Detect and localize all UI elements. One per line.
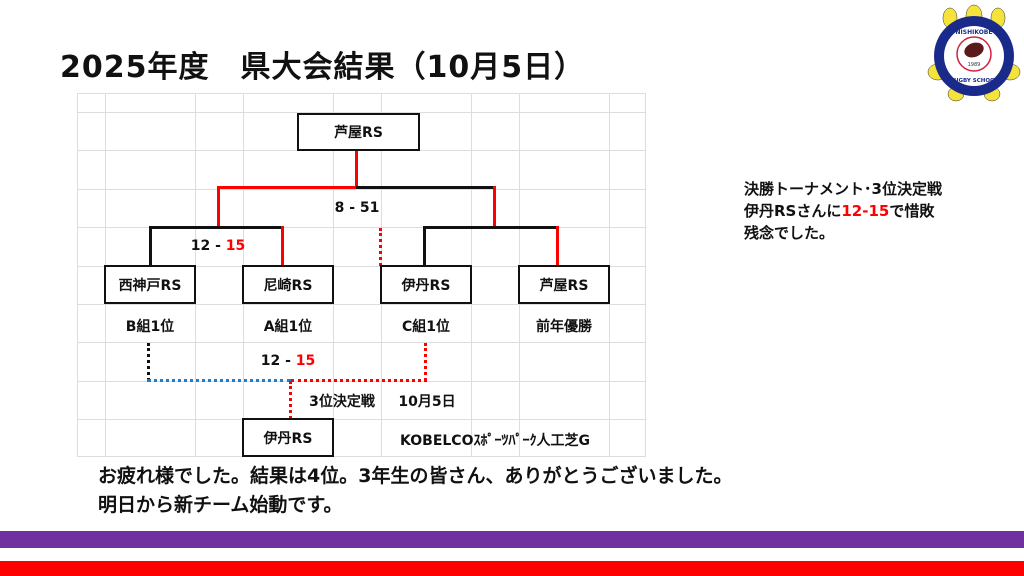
note-line: 伊丹RSさんに12-15で惜敗: [744, 202, 935, 220]
bracket-grid: [77, 93, 646, 457]
svg-text:NISHIKOBE: NISHIKOBE: [956, 29, 993, 36]
bracket-line: [423, 226, 558, 229]
bracket-line: [356, 186, 495, 189]
team-box: 伊丹RS: [380, 265, 472, 304]
team-note: B組1位: [125, 319, 175, 335]
third-score: 12 - 15: [260, 353, 316, 369]
team-note: C組1位: [401, 319, 451, 335]
message-line: 明日から新チーム始動です。: [98, 494, 343, 516]
svg-text:1989: 1989: [968, 62, 981, 68]
team-note: A組1位: [263, 319, 313, 335]
bracket-line: [556, 226, 559, 266]
red-stripe: [0, 561, 1024, 576]
bracket-line: [291, 379, 427, 382]
semi-score: 12 - 15: [190, 238, 246, 254]
champion-box: 芦屋RS: [297, 113, 420, 151]
page-title: 2025年度 県大会結果（10月5日）: [60, 50, 586, 85]
third-place-label: 3位決定戦: [309, 394, 375, 410]
svg-text:RUGBY SCHOOL: RUGBY SCHOOL: [950, 78, 999, 84]
bracket-line: [149, 226, 284, 229]
team-box: 西神戸RS: [104, 265, 196, 304]
bracket-line: [147, 379, 291, 382]
bracket-line: [217, 186, 220, 228]
bracket-line: [379, 228, 382, 266]
third-place-box: 伊丹RS: [242, 418, 334, 457]
bracket-line: [423, 226, 426, 266]
message-line: お疲れ様でした。結果は4位。3年生の皆さん、ありがとうございました。: [98, 465, 733, 487]
team-box: 尼崎RS: [242, 265, 334, 304]
purple-stripe: [0, 531, 1024, 548]
bracket-line: [493, 186, 496, 228]
message: お疲れ様でした。結果は4位。3年生の皆さん、ありがとうございました。 明日から新…: [98, 462, 732, 520]
bracket-line: [149, 226, 152, 266]
team-box: 芦屋RS: [518, 265, 610, 304]
result-note: 決勝トーナメント･3位決定戦 伊丹RSさんに12-15で惜敗 残念でした。: [744, 178, 942, 244]
bracket-line: [424, 343, 427, 381]
bracket-line: [281, 226, 284, 266]
match-date: 10月5日: [398, 394, 456, 410]
final-score: 8 - 51: [334, 200, 380, 216]
bracket-line: [355, 150, 358, 188]
team-note: 前年優勝: [536, 319, 592, 335]
bracket-line: [217, 186, 357, 189]
school-logo: 1989 NISHIKOBE RUGBY SCHOOL: [926, 4, 1022, 104]
note-line: 残念でした。: [744, 224, 835, 242]
note-line: 決勝トーナメント･3位決定戦: [744, 180, 942, 198]
venue: KOBELCOｽﾎﾟｰﾂﾊﾟｰｸ人工芝G: [400, 433, 590, 449]
bracket-line: [289, 381, 292, 419]
bracket-line: [147, 343, 150, 381]
